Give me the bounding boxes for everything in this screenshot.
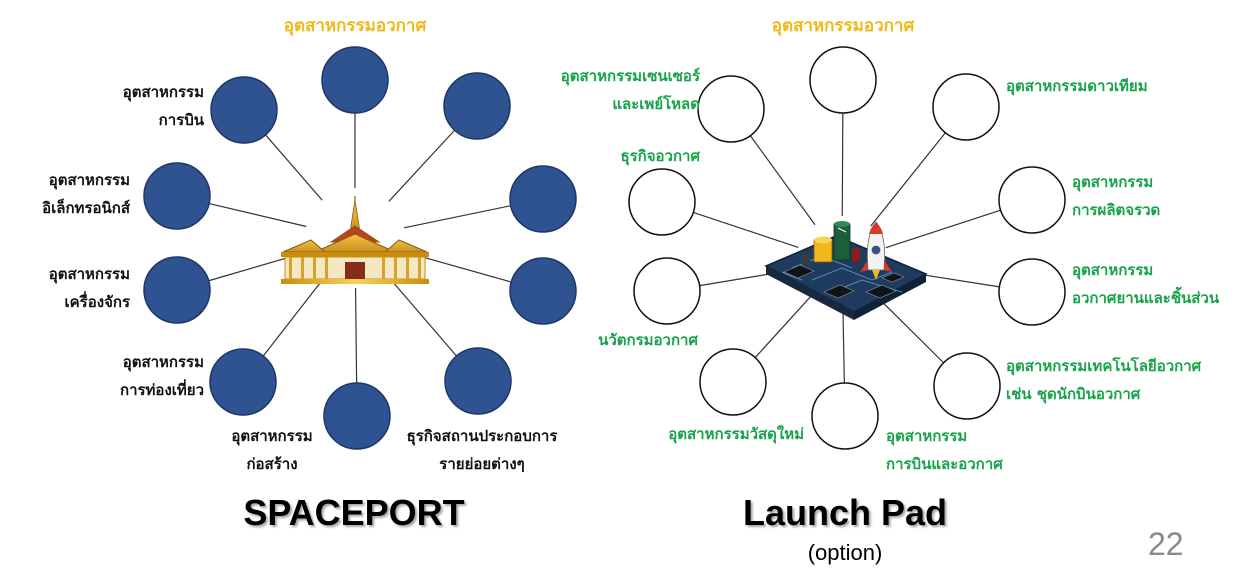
spaceport-connector-line xyxy=(403,205,511,229)
launchpad-node-label-line: การบินและอวกาศ xyxy=(886,455,1003,473)
launchpad-node-label: อุตสาหกรรมดาวเทียม xyxy=(1006,72,1148,100)
spaceport-node-label: อุตสาหกรรมอิเล็กทรอนิกส์ xyxy=(42,166,130,222)
spaceport-node-label-line: อิเล็กทรอนิกส์ xyxy=(42,199,130,217)
launchpad-node-circle xyxy=(998,166,1066,234)
spaceport-node-label-line: อุตสาหกรรมอวกาศ xyxy=(283,16,427,36)
launchpad-node-label-line: อุตสาหกรรมเทคโนโลยีอวกาศ xyxy=(1006,357,1202,375)
launchpad-node-label: นวัตกรมอวกาศ xyxy=(598,326,698,354)
spaceport-node-circle xyxy=(509,257,577,325)
launchpad-connector-line xyxy=(870,132,946,227)
spaceport-node-label-line: การท่องเที่ยว xyxy=(119,381,204,399)
launchpad-node-circle xyxy=(932,73,1000,141)
spaceport-node-label: อุตสาหกรรมการท่องเที่ยว xyxy=(120,348,204,404)
launchpad-node-label: อุตสาหกรรมอวกาศ xyxy=(772,12,915,40)
launchpad-node-label-line: อุตสาหกรรมดาวเทียม xyxy=(1006,77,1148,95)
launchpad-node-circle xyxy=(933,352,1001,420)
launchpad-connector-line xyxy=(874,293,944,364)
spaceport-node-label: อุตสาหกรรมการบิน xyxy=(123,78,204,134)
spaceport-node-circle xyxy=(321,46,389,114)
spaceport-connector-line xyxy=(208,202,307,228)
launchpad-node-label-line: ธุรกิจอวกาศ xyxy=(620,147,700,165)
launchpad-node-circle xyxy=(697,75,765,143)
launchpad-node-label: ธุรกิจอวกาศ xyxy=(620,142,700,170)
launchpad-subtitle: (option) xyxy=(807,540,883,565)
spaceport-nodes xyxy=(143,46,577,450)
spaceport-connector-lines xyxy=(208,113,512,384)
launchpad-node-label-line: อุตสาหกรรม xyxy=(886,427,968,445)
launchpad-connector-line xyxy=(842,307,845,384)
spaceport-node-label: อุตสาหกรรมเครื่องจักร xyxy=(49,260,130,316)
launchpad-node-label-line: อุตสาหกรรมวัสดุใหม่ xyxy=(668,425,804,443)
spaceport-node-label: ธุรกิจสถานประกอบการรายย่อยต่างๆ xyxy=(407,422,558,478)
launchpad-node-circle xyxy=(998,258,1066,326)
spaceport-connector-line xyxy=(354,287,358,384)
launchpad-connector-lines xyxy=(693,112,1001,384)
launchpad-node-circle xyxy=(809,46,877,114)
launchpad-node-circle xyxy=(633,257,701,325)
spaceport-node-label-line: อุตสาหกรรม xyxy=(48,171,130,189)
launchpad-connector-line xyxy=(749,135,816,226)
launchpad-node-label-line: การผลิตจรวด xyxy=(1072,201,1161,219)
launchpad-node-label-line: อวกาศยานและชิ้นส่วน xyxy=(1072,289,1220,307)
spaceport-node-label-line: รายย่อยต่างๆ xyxy=(439,455,525,473)
circuit-board-rocket-icon xyxy=(764,221,928,320)
launchpad-nodes xyxy=(628,46,1066,450)
launchpad-node-circle xyxy=(699,348,767,416)
launchpad-node-label-line: อุตสาหกรรมอวกาศ xyxy=(771,16,915,36)
launchpad-node-label: อุตสาหกรรมการบินและอวกาศ xyxy=(886,422,1003,478)
spaceport-node-circle xyxy=(209,348,277,416)
spaceport-node-label-line: ก่อสร้าง xyxy=(246,455,298,473)
launchpad-node-label-line: นวัตกรมอวกาศ xyxy=(598,331,698,349)
launchpad-connector-line xyxy=(693,211,799,249)
spaceport-node-label: อุตสาหกรรมอวกาศ xyxy=(284,12,427,40)
spaceport-node-label-line: การบิน xyxy=(158,111,204,129)
launchpad-node-label: อุตสาหกรรมเทคโนโลยีอวกาศเช่น ชุดนักบินอว… xyxy=(1006,352,1201,408)
launchpad-node-label-line: และเพย์โหลด xyxy=(612,95,700,113)
launchpad-node-label-line: อุตสาหกรรม xyxy=(1072,173,1154,191)
launchpad-node-circle xyxy=(628,168,696,236)
launchpad-connector-line xyxy=(841,112,844,217)
launchpad-node-label-line: อุตสาหกรรม xyxy=(1072,261,1154,279)
spaceport-node-circle xyxy=(323,382,391,450)
launchpad-connector-line xyxy=(885,209,1001,249)
spaceport-node-circle xyxy=(509,165,577,233)
spaceport-node-label-line: เครื่องจักร xyxy=(64,293,130,311)
spaceport-node-circle xyxy=(443,72,511,140)
spaceport-connector-line xyxy=(388,129,456,202)
spaceport-node-circle xyxy=(143,256,211,324)
launchpad-node-label: อุตสาหกรรมวัสดุใหม่ xyxy=(668,420,804,448)
launchpad-node-label-line: เช่น ชุดนักบินอวกาศ xyxy=(1006,385,1141,403)
spaceport-connector-line xyxy=(262,277,325,357)
launchpad-title: Launch Pad xyxy=(742,492,948,533)
spaceport-node-label-line: อุตสาหกรรม xyxy=(122,353,204,371)
spaceport-title: SPACEPORT xyxy=(243,492,465,533)
page-number: 22 xyxy=(1148,526,1184,562)
launchpad-node-label: อุตสาหกรรมการผลิตจรวด xyxy=(1072,168,1160,224)
spaceport-node-circle xyxy=(444,347,512,415)
spaceport-node-circle xyxy=(210,76,278,144)
launchpad-connector-line xyxy=(754,295,812,358)
launchpad-node-label: อุตสาหกรรมอวกาศยานและชิ้นส่วน xyxy=(1072,256,1219,312)
spaceport-node-label-line: อุตสาหกรรม xyxy=(122,83,204,101)
temple-icon xyxy=(281,196,429,284)
spaceport-node-label-line: ธุรกิจสถานประกอบการ xyxy=(406,427,558,445)
launchpad-node-label: อุตสาหกรรมเซนเซอร์และเพย์โหลด xyxy=(561,62,700,118)
spaceport-connector-line xyxy=(387,275,457,357)
spaceport-connector-line xyxy=(265,134,323,201)
spaceport-node-label-line: อุตสาหกรรม xyxy=(48,265,130,283)
spaceport-node-label: อุตสาหกรรมก่อสร้าง xyxy=(231,422,312,478)
launchpad-node-circle xyxy=(811,382,879,450)
spaceport-node-label-line: อุตสาหกรรม xyxy=(231,427,313,445)
launchpad-node-label-line: อุตสาหกรรมเซนเซอร์ xyxy=(560,67,700,85)
spaceport-node-circle xyxy=(143,162,211,230)
